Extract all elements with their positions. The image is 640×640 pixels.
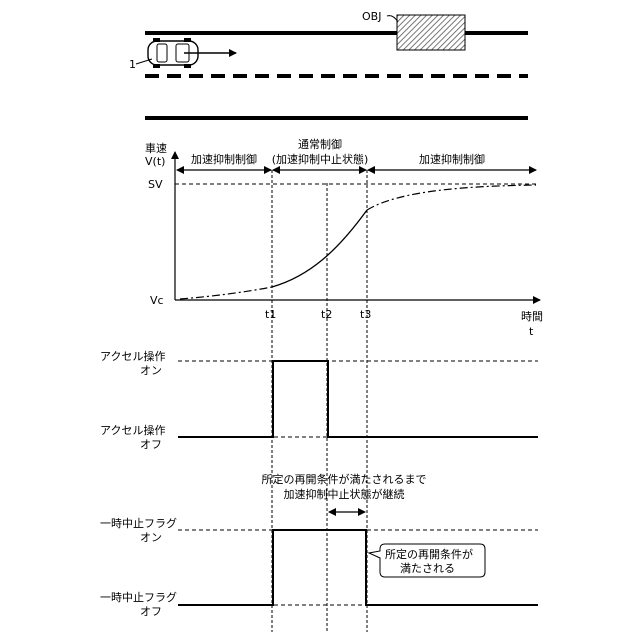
x-tick-t2: t2 bbox=[321, 308, 332, 321]
callout-text-line2: 満たされる bbox=[400, 562, 455, 575]
time-guide-lines bbox=[272, 170, 367, 632]
speed-chart: 車速 V(t) 時間 t SV Vc t1 t2 t3 加速抑制制御 通常制御 … bbox=[145, 137, 543, 338]
x-tick-t3: t3 bbox=[360, 308, 371, 321]
phase-3-label: 加速抑制制御 bbox=[419, 152, 485, 166]
x-axis-label-line2: t bbox=[529, 325, 534, 338]
speed-curve-suppression-1 bbox=[180, 287, 272, 299]
road-scene: OBJ 1 bbox=[129, 10, 528, 118]
object-label: OBJ bbox=[362, 10, 381, 23]
flag-note-line2: 加速抑制中止状態が継続 bbox=[284, 487, 405, 501]
x-tick-t1: t1 bbox=[265, 308, 276, 321]
phase-2-label-line1: 通常制御 bbox=[298, 137, 342, 151]
object-obstacle bbox=[397, 15, 465, 50]
object-leader-line bbox=[387, 16, 398, 22]
speed-curve-normal-control bbox=[272, 210, 367, 287]
flag-off-label-line2: オフ bbox=[140, 605, 162, 618]
flag-off-label-line1: 一時中止フラグ bbox=[100, 590, 177, 604]
phase-2-label-line2: (加速抑制中止状態) bbox=[272, 152, 369, 166]
accel-signal bbox=[178, 361, 538, 437]
x-axis-label-line1: 時間 bbox=[521, 310, 543, 323]
vehicle-label: 1 bbox=[129, 58, 136, 71]
accel-chart: アクセル操作 オン アクセル操作 オフ bbox=[100, 349, 538, 451]
flag-chart: 所定の再開条件が満たされるまで 加速抑制中止状態が継続 一時中止フラグ オン 一… bbox=[100, 472, 538, 618]
accel-on-label-line1: アクセル操作 bbox=[100, 349, 165, 363]
y-axis-label-line2: V(t) bbox=[145, 155, 165, 168]
y-tick-sv: SV bbox=[148, 178, 163, 191]
accel-on-label-line2: オン bbox=[140, 364, 162, 377]
accel-off-label-line1: アクセル操作 bbox=[100, 423, 165, 437]
callout-text-line1: 所定の再開条件が bbox=[385, 547, 473, 561]
flag-on-label-line1: 一時中止フラグ bbox=[100, 516, 177, 530]
flag-note-line1: 所定の再開条件が満たされるまで bbox=[262, 472, 427, 486]
y-tick-vc: Vc bbox=[150, 294, 164, 307]
phase-1-label: 加速抑制制御 bbox=[191, 152, 257, 166]
flag-on-label-line2: オン bbox=[140, 531, 162, 544]
accel-off-label-line2: オフ bbox=[140, 438, 162, 451]
y-axis-label-line1: 車速 bbox=[145, 141, 167, 155]
speed-curve-suppression-2 bbox=[367, 185, 536, 210]
